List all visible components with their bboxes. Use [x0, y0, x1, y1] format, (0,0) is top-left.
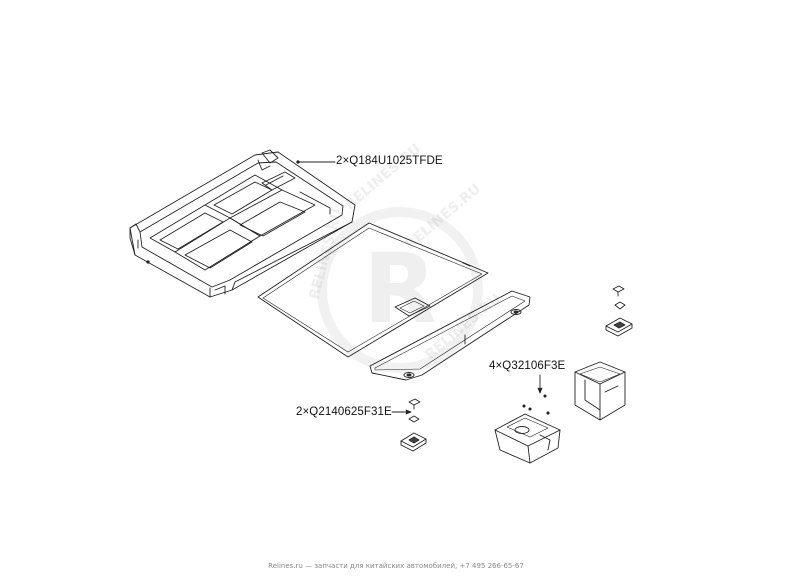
rear-floor-strip — [369, 290, 531, 381]
clip-upper-right — [605, 285, 633, 337]
floor-panel — [257, 222, 489, 358]
callout-part-c2: 4×Q32106F3E — [489, 360, 566, 372]
callout-part-c3: 2×Q2140625F31E — [296, 406, 392, 418]
storage-tray — [129, 149, 356, 298]
svg-text:R: R — [363, 233, 437, 345]
callout-part-c1: 2×Q184U1025TFDE — [336, 155, 443, 167]
storage-bin-lower — [494, 413, 561, 464]
storage-bin-right — [574, 361, 626, 421]
footer-site-link[interactable]: Relines.ru — [268, 562, 303, 570]
footer-separator: — — [302, 562, 315, 570]
clip-lower-left — [400, 398, 427, 452]
footer-tagline: запчасти для китайских автомобилей, +7 4… — [314, 562, 524, 570]
footer-credit: Relines.ru — запчасти для китайских авто… — [0, 562, 792, 570]
